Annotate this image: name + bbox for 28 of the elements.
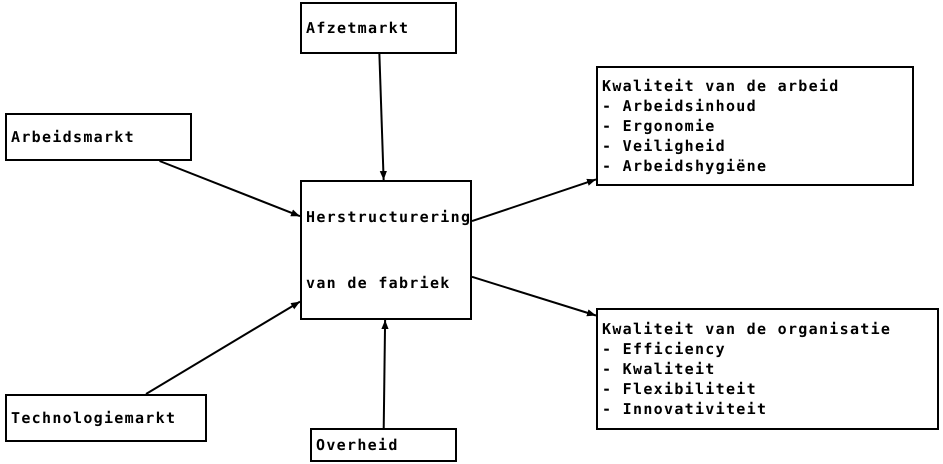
list-item: - Kwaliteit — [602, 359, 717, 379]
outcome-box — [596, 66, 914, 186]
source-box — [5, 394, 207, 442]
arrow — [378, 54, 387, 180]
list-item: - Veiligheid — [602, 136, 727, 156]
source-box — [310, 428, 457, 462]
outcome-box — [596, 308, 939, 430]
source-box — [5, 113, 192, 161]
arrow — [472, 178, 596, 222]
source-box — [300, 2, 457, 54]
arrow — [159, 160, 300, 218]
list-item: - Innovativiteit — [602, 399, 768, 419]
list-item: - Arbeidshygiëne — [602, 156, 768, 176]
list-item: - Efficiency — [602, 339, 727, 359]
box-heading: Arbeidsmarkt — [11, 127, 136, 147]
box-heading: Kwaliteit van de organisatie — [602, 319, 892, 339]
arrow — [145, 300, 301, 395]
box-heading: Afzetmarkt — [306, 18, 410, 38]
list-item: - Arbeidsinhoud — [602, 96, 758, 116]
box-heading: Kwaliteit van de arbeid — [602, 76, 841, 96]
list-item: - Flexibiliteit — [602, 379, 758, 399]
list-item: - Ergonomie — [602, 116, 717, 136]
arrow — [381, 320, 389, 428]
arrow — [472, 276, 596, 316]
central-box — [300, 180, 472, 320]
list-item: van de fabriek — [306, 273, 452, 293]
box-heading: Technologiemarkt — [11, 408, 178, 428]
box-heading: Overheid — [316, 435, 400, 455]
